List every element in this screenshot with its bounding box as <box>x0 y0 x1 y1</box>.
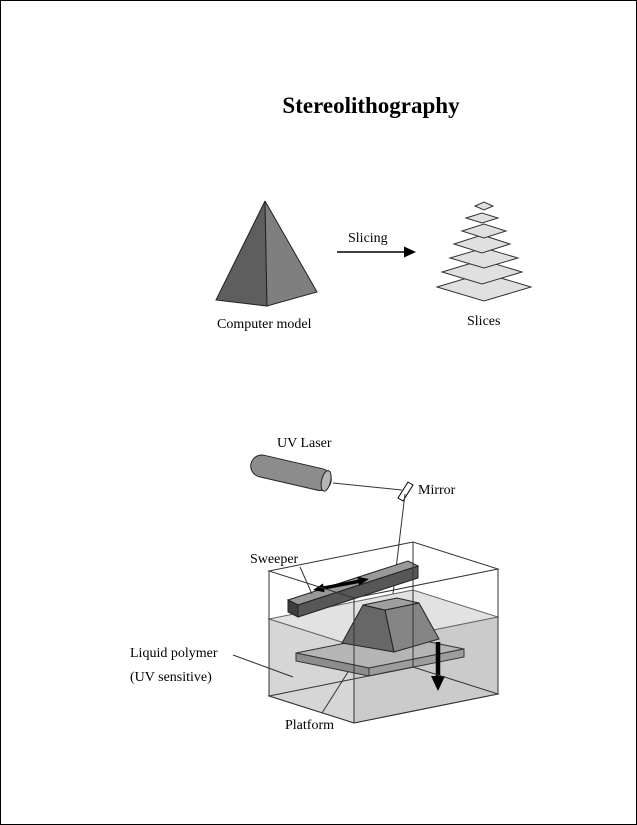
slice-5 <box>460 223 508 239</box>
slice-3 <box>448 247 520 269</box>
mirror-label: Mirror <box>418 483 456 498</box>
slicing-arrow-head <box>404 246 416 258</box>
pyramid-left-face <box>215 200 268 307</box>
slice-6 <box>464 212 500 224</box>
slices-stack <box>435 201 533 302</box>
slice-7 <box>473 201 495 211</box>
sweeper-arrow-shaft <box>321 579 360 591</box>
slice-4 <box>452 234 512 254</box>
slicing-arrow <box>337 246 416 258</box>
slices-label: Slices <box>467 314 500 329</box>
sweeper-arrow-right-head <box>357 576 369 586</box>
sweeper-label: Sweeper <box>250 552 299 567</box>
platform-down-arrow <box>431 642 445 691</box>
sweeper-arrow-left-head <box>313 583 325 593</box>
computer-model-pyramid <box>215 200 318 307</box>
liquid-polymer-label-line2: (UV sensitive) <box>130 670 212 685</box>
slicing-label: Slicing <box>348 231 388 246</box>
uv-laser-cylinder <box>250 454 332 492</box>
laser-beam-to-mirror <box>332 482 403 491</box>
uv-laser-endcap <box>320 470 332 492</box>
pyramid-right-face <box>264 200 318 307</box>
sweeper-end-cap <box>287 599 299 618</box>
diagram-title: Stereolithography <box>282 93 460 118</box>
down-arrow-head <box>431 676 445 691</box>
liquid-polymer-pointer-line <box>232 654 294 678</box>
sweeper-motion-arrow <box>313 576 369 593</box>
uv-laser-body <box>250 454 332 492</box>
vat-wireframe <box>267 541 500 724</box>
liquid-polymer-label-line1: Liquid polymer <box>130 646 218 661</box>
sweeper-pointer-line <box>299 566 313 595</box>
uv-laser-label: UV Laser <box>277 436 332 451</box>
platform-label: Platform <box>285 718 334 733</box>
computer-model-label: Computer model <box>217 317 312 332</box>
mirror-shape <box>397 481 414 502</box>
part-frustum <box>341 597 440 653</box>
platform-pointer-line <box>321 671 349 714</box>
part-top-face <box>362 597 420 611</box>
